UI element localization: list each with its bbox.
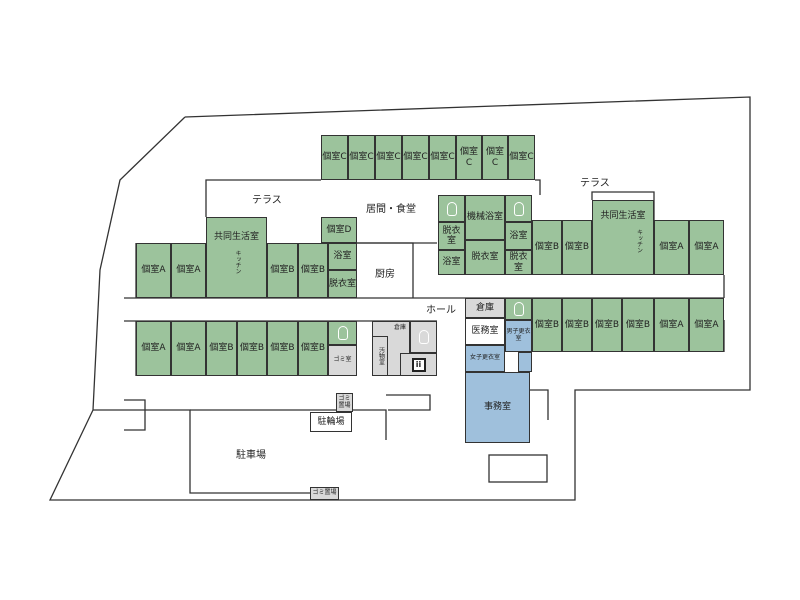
trash-room[interactable]: ゴミ室 <box>328 345 357 376</box>
toilet-icon <box>337 326 348 340</box>
kitchen-room-label: 厨房 <box>375 269 395 280</box>
dressing-left[interactable]: 脱衣室 <box>328 270 357 298</box>
room-c-6[interactable]: 個室C <box>456 135 482 180</box>
medical-room[interactable]: 医務室 <box>465 318 505 345</box>
toilet-center-right <box>505 195 532 222</box>
room-a-ll2[interactable]: 個室A <box>171 321 206 376</box>
room-a-lu2[interactable]: 個室A <box>171 243 206 298</box>
room-b-rl2[interactable]: 個室B <box>562 298 592 352</box>
room-b-ru2[interactable]: 個室B <box>562 220 592 275</box>
toilet-icon <box>418 330 429 344</box>
common-room-label: 共同生活室 <box>213 232 259 242</box>
storage-label: 倉庫 <box>393 324 406 331</box>
trash-area-bottom[interactable]: ゴミ置場 <box>310 487 339 500</box>
women-locker-room[interactable]: 女子更衣室 <box>465 345 505 372</box>
bath-left[interactable]: 浴室 <box>328 243 357 270</box>
toilet-left <box>328 321 357 345</box>
bath-center-right[interactable]: 浴室 <box>505 222 532 250</box>
men-locker-room[interactable]: 男子更衣室 <box>505 320 532 352</box>
room-b-ru1[interactable]: 個室B <box>532 220 562 275</box>
room-c-8[interactable]: 個室C <box>508 135 535 180</box>
dressing-center-left[interactable]: 脱衣室 <box>438 222 465 250</box>
hall-label: ホール <box>426 305 456 316</box>
room-b-ll3[interactable]: 個室B <box>267 321 298 376</box>
room-b-lu2[interactable]: 個室B <box>298 243 328 298</box>
room-b-lu1[interactable]: 個室B <box>267 243 298 298</box>
room-b-ll4[interactable]: 個室B <box>298 321 328 376</box>
room-a-ll1[interactable]: 個室A <box>136 321 171 376</box>
bath-center-left[interactable]: 浴室 <box>438 250 465 275</box>
room-c-1[interactable]: 個室C <box>321 135 348 180</box>
room-c-2[interactable]: 個室C <box>348 135 375 180</box>
bicycle-parking[interactable]: 駐輪場 <box>310 412 352 432</box>
toilet-service <box>410 321 437 353</box>
toilet-center-left <box>438 195 465 222</box>
room-a-rl1[interactable]: 個室A <box>654 298 689 352</box>
storage-center[interactable]: 倉庫 <box>465 298 505 318</box>
soiled-room[interactable]: 汚物室 <box>372 336 388 376</box>
room-b-rl1[interactable]: 個室B <box>532 298 562 352</box>
room-b-ll1[interactable]: 個室B <box>206 321 237 376</box>
room-a-ru1[interactable]: 個室A <box>654 220 689 275</box>
common-living-room-right[interactable]: 共同生活室 キッチン <box>592 200 654 275</box>
room-c-3[interactable]: 個室C <box>375 135 402 180</box>
room-c-7[interactable]: 個室C <box>482 135 508 180</box>
room-c-5[interactable]: 個室C <box>429 135 456 180</box>
machine-bath[interactable]: 機械浴室 <box>465 195 505 240</box>
terrace-left-label: テラス <box>252 195 282 206</box>
office[interactable]: 事務室 <box>465 372 530 443</box>
room-a-rl2[interactable]: 個室A <box>689 298 724 352</box>
living-dining-label: 居間・食堂 <box>366 204 416 215</box>
room-d[interactable]: 個室D <box>321 217 357 243</box>
dressing-center[interactable]: 脱衣室 <box>465 240 505 275</box>
common-living-room-left[interactable]: 共同生活室 キッチン <box>206 217 267 298</box>
kitchen-label: キッチン <box>635 229 643 254</box>
elevator-icon: ii <box>411 357 426 372</box>
kitchen-label: キッチン <box>233 250 241 275</box>
common-room-label: 共同生活室 <box>600 211 646 221</box>
trash-area-top[interactable]: ゴミ置場 <box>336 393 353 412</box>
toilet-icon <box>446 201 457 216</box>
room-b-rl3[interactable]: 個室B <box>592 298 622 352</box>
toilet-icon <box>513 302 524 316</box>
room-c-4[interactable]: 個室C <box>402 135 429 180</box>
dressing-center-right[interactable]: 脱衣室 <box>505 250 532 275</box>
toilet-right <box>505 298 532 320</box>
room-b-rl4[interactable]: 個室B <box>622 298 654 352</box>
room-b-ll2[interactable]: 個室B <box>237 321 267 376</box>
parking-label: 駐車場 <box>236 450 266 461</box>
toilet-icon <box>513 201 524 216</box>
room-a-ru2[interactable]: 個室A <box>689 220 724 275</box>
room-a-lu1[interactable]: 個室A <box>136 243 171 298</box>
elevator[interactable]: ii <box>400 353 437 376</box>
terrace-right-label: テラス <box>580 178 610 189</box>
toilet-office <box>518 352 532 372</box>
